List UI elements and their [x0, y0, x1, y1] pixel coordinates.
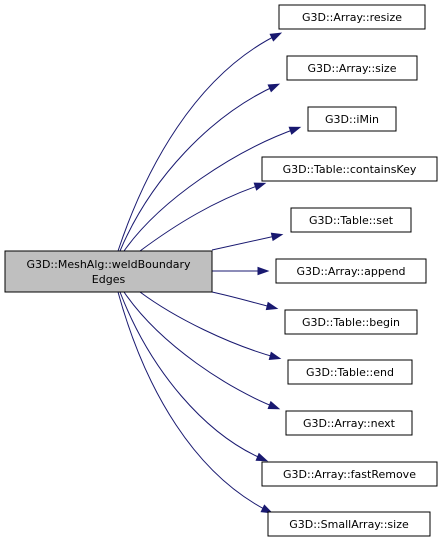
source-node-box — [4, 250, 213, 293]
call-edge-arrowhead — [288, 126, 302, 135]
target-node-label: G3D::Array::fastRemove — [283, 468, 416, 481]
call-edge-1 — [117, 33, 280, 252]
target-node-table-end[interactable]: G3D::Table::end — [287, 359, 413, 385]
target-node-box — [261, 156, 438, 182]
target-node-box — [267, 511, 431, 537]
target-node-label: G3D::iMin — [325, 113, 379, 126]
target-node-table-begin[interactable]: G3D::Table::begin — [284, 309, 418, 335]
call-edge-4 — [139, 183, 264, 252]
call-edge-9 — [123, 291, 278, 409]
target-node-box — [290, 207, 412, 233]
call-edge-arrowhead — [269, 32, 283, 42]
call-edge-arrowhead — [267, 83, 281, 93]
target-node-array-next[interactable]: G3D::Array::next — [285, 410, 413, 436]
target-node-array-resize[interactable]: G3D::Array::resize — [278, 4, 426, 30]
call-edge-arrowhead — [260, 504, 274, 514]
source-node-label-line-1: G3D::MeshAlg::weldBoundary — [26, 258, 191, 271]
target-node-box — [275, 258, 427, 284]
call-edges — [117, 32, 302, 514]
call-edge-11 — [117, 291, 271, 513]
target-node-label: G3D::Table::set — [309, 214, 394, 227]
target-node-array-size[interactable]: G3D::Array::size — [286, 55, 418, 81]
call-edge-arrowhead — [257, 266, 270, 276]
source-node-label-line-2: Edges — [92, 273, 126, 286]
target-node-label: G3D::Array::next — [303, 417, 396, 430]
target-node-label: G3D::Array::size — [308, 62, 397, 75]
target-node-label: G3D::Table::begin — [302, 316, 400, 329]
target-node-box — [278, 4, 426, 30]
target-node-label: G3D::Table::end — [306, 366, 394, 379]
target-node-label: G3D::Array::resize — [302, 11, 402, 24]
target-node-box — [307, 106, 397, 132]
call-edge-2 — [119, 84, 278, 252]
call-edge-arrowhead — [265, 301, 279, 311]
call-edge-3 — [123, 127, 299, 252]
target-node-array-append[interactable]: G3D::Array::append — [275, 258, 427, 284]
target-node-table-set[interactable]: G3D::Table::set — [290, 207, 412, 233]
call-edge-arrowhead — [255, 452, 269, 462]
call-edge-10 — [119, 291, 266, 461]
target-node-label: G3D::SmallArray::size — [289, 518, 409, 531]
call-edge-arrowhead — [270, 232, 284, 242]
target-node-box — [261, 461, 438, 487]
call-edge-arrowhead — [268, 351, 282, 360]
target-node-label: G3D::Table::containsKey — [283, 163, 417, 176]
target-node-box — [285, 410, 413, 436]
target-node-box — [287, 359, 413, 385]
target-node-box — [284, 309, 418, 335]
call-edge-5 — [211, 234, 281, 251]
call-edge-8 — [139, 291, 279, 359]
source-node[interactable]: G3D::MeshAlg::weldBoundary Edges — [4, 250, 213, 293]
target-node-label: G3D::Array::append — [296, 265, 405, 278]
target-nodes: G3D::Array::resize G3D::Array::size G3D:… — [261, 4, 438, 537]
target-node-array-fastremove[interactable]: G3D::Array::fastRemove — [261, 461, 438, 487]
target-node-box — [286, 55, 418, 81]
call-edge-7 — [211, 291, 276, 309]
target-node-imin[interactable]: G3D::iMin — [307, 106, 397, 132]
target-node-smallarray-size[interactable]: G3D::SmallArray::size — [267, 511, 431, 537]
call-edge-arrowhead — [253, 182, 267, 191]
target-node-table-containskey[interactable]: G3D::Table::containsKey — [261, 156, 438, 182]
call-edge-arrowhead — [267, 400, 281, 410]
